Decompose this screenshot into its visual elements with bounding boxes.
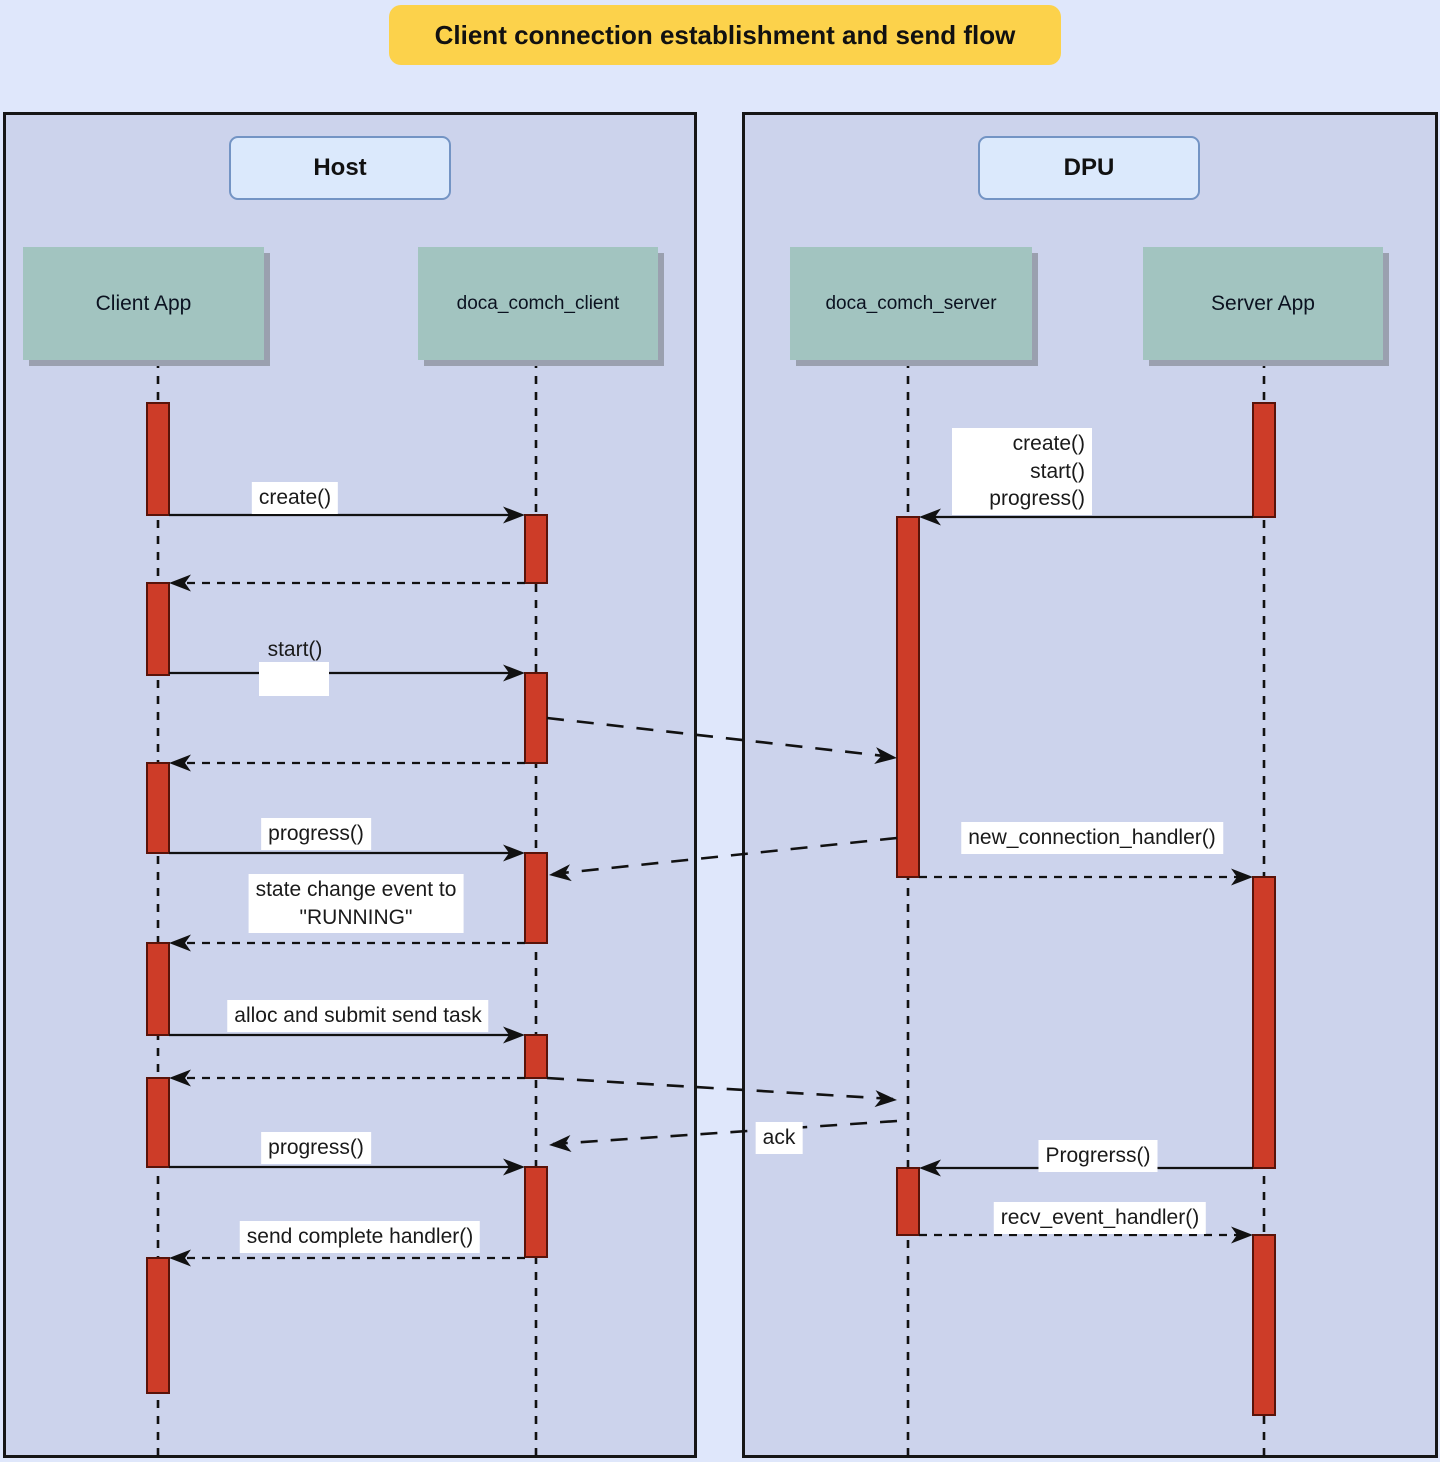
label-progress-1: progress() bbox=[261, 818, 371, 850]
activation-bar bbox=[524, 1166, 548, 1258]
label-alloc-send: alloc and submit send task bbox=[227, 1000, 489, 1032]
diagonal-server-to-client-1 bbox=[549, 836, 898, 882]
activation-bar bbox=[1252, 402, 1276, 518]
activation-bar bbox=[146, 1077, 170, 1168]
activation-bar bbox=[524, 1034, 548, 1079]
diagonal-client-to-server-2 bbox=[546, 1076, 897, 1108]
activation-bar bbox=[524, 672, 548, 764]
host-frame-label: Host bbox=[229, 136, 451, 200]
activation-bar bbox=[146, 762, 170, 854]
activation-bar bbox=[146, 1257, 170, 1394]
diagram-title: Client connection establishment and send… bbox=[389, 5, 1061, 65]
label-start: start() bbox=[267, 638, 323, 661]
participant-server-app: Server App bbox=[1143, 247, 1383, 360]
activation-bar bbox=[146, 582, 170, 676]
empty-label-box bbox=[259, 662, 329, 696]
arrow-alloc-send bbox=[169, 1026, 525, 1044]
activation-bar bbox=[1252, 876, 1276, 1169]
return-alloc-send bbox=[169, 1069, 525, 1087]
arrow-progress-1 bbox=[169, 844, 525, 862]
activation-bar bbox=[1252, 1234, 1276, 1416]
label-send-complete: send complete handler() bbox=[239, 1221, 481, 1253]
activation-bar bbox=[524, 852, 548, 944]
arrow-progress-2 bbox=[169, 1158, 525, 1176]
return-create bbox=[169, 574, 525, 592]
dpu-frame-label: DPU bbox=[978, 136, 1200, 200]
arrow-server-setup bbox=[919, 508, 1253, 526]
activation-bar bbox=[896, 1167, 920, 1236]
label-state-change: state change event to "RUNNING" bbox=[248, 874, 464, 934]
label-progrerss: Progrerss() bbox=[1038, 1140, 1158, 1172]
arrow-new-connection-handler bbox=[919, 868, 1253, 886]
activation-bar bbox=[524, 514, 548, 584]
return-state-change bbox=[169, 934, 525, 952]
activation-bar bbox=[146, 942, 170, 1036]
return-send-complete bbox=[169, 1249, 525, 1267]
arrow-start bbox=[169, 664, 525, 682]
participant-client-app: Client App bbox=[23, 247, 264, 360]
label-recv-event-handler: recv_event_handler() bbox=[993, 1202, 1207, 1234]
participant-doca-comch-client: doca_comch_client bbox=[418, 247, 658, 360]
label-ack: ack bbox=[755, 1122, 803, 1154]
diagonal-ack bbox=[549, 1119, 898, 1152]
return-start bbox=[169, 754, 525, 772]
arrow-recv-event-handler bbox=[919, 1226, 1253, 1244]
activation-bar bbox=[896, 516, 920, 878]
label-progress-2: progress() bbox=[261, 1132, 371, 1164]
participant-doca-comch-server: doca_comch_server bbox=[790, 247, 1032, 360]
label-new-connection-handler: new_connection_handler() bbox=[961, 822, 1223, 854]
label-create: create() bbox=[251, 482, 339, 514]
activation-bar bbox=[146, 402, 170, 516]
arrow-create bbox=[169, 506, 525, 524]
diagonal-client-to-server-1 bbox=[546, 716, 897, 764]
label-server-setup: create() start() progress() bbox=[952, 428, 1092, 516]
